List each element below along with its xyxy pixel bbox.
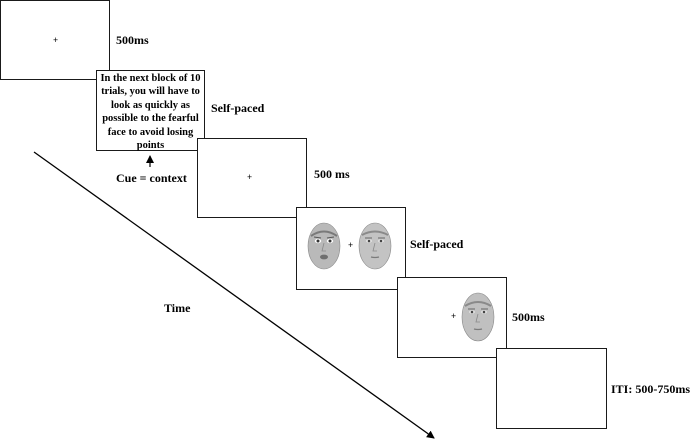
fearful-face-left bbox=[307, 222, 341, 270]
duration-label-2: Self-paced bbox=[211, 101, 265, 115]
iti-screen bbox=[496, 348, 607, 429]
fixation-cross: + bbox=[451, 311, 457, 321]
single-face-screen: + bbox=[397, 277, 507, 358]
duration-label-5: 500ms bbox=[512, 310, 545, 324]
cue-label: Cue = context bbox=[116, 171, 187, 185]
duration-label-4: Self-paced bbox=[410, 237, 464, 251]
fixation-cross: + bbox=[348, 240, 354, 250]
cue-instruction-text: In the next block of 10 trials, you will… bbox=[100, 73, 201, 152]
fixation-cross: + bbox=[53, 35, 59, 45]
neutral-face-right bbox=[358, 222, 392, 270]
time-label: Time bbox=[164, 301, 191, 315]
fixation-cross: + bbox=[247, 172, 253, 182]
duration-label-3: 500 ms bbox=[314, 167, 350, 181]
neutral-face-single bbox=[461, 292, 495, 342]
fixation-screen-1: + bbox=[0, 0, 110, 80]
cue-screen: In the next block of 10 trials, you will… bbox=[96, 70, 205, 151]
duration-label-6: ITI: 500-750ms bbox=[611, 382, 691, 396]
duration-label-1: 500ms bbox=[116, 33, 149, 47]
fixation-screen-2: + bbox=[197, 138, 307, 218]
face-pair-screen: + bbox=[296, 207, 406, 290]
time-arrow bbox=[33, 151, 435, 439]
